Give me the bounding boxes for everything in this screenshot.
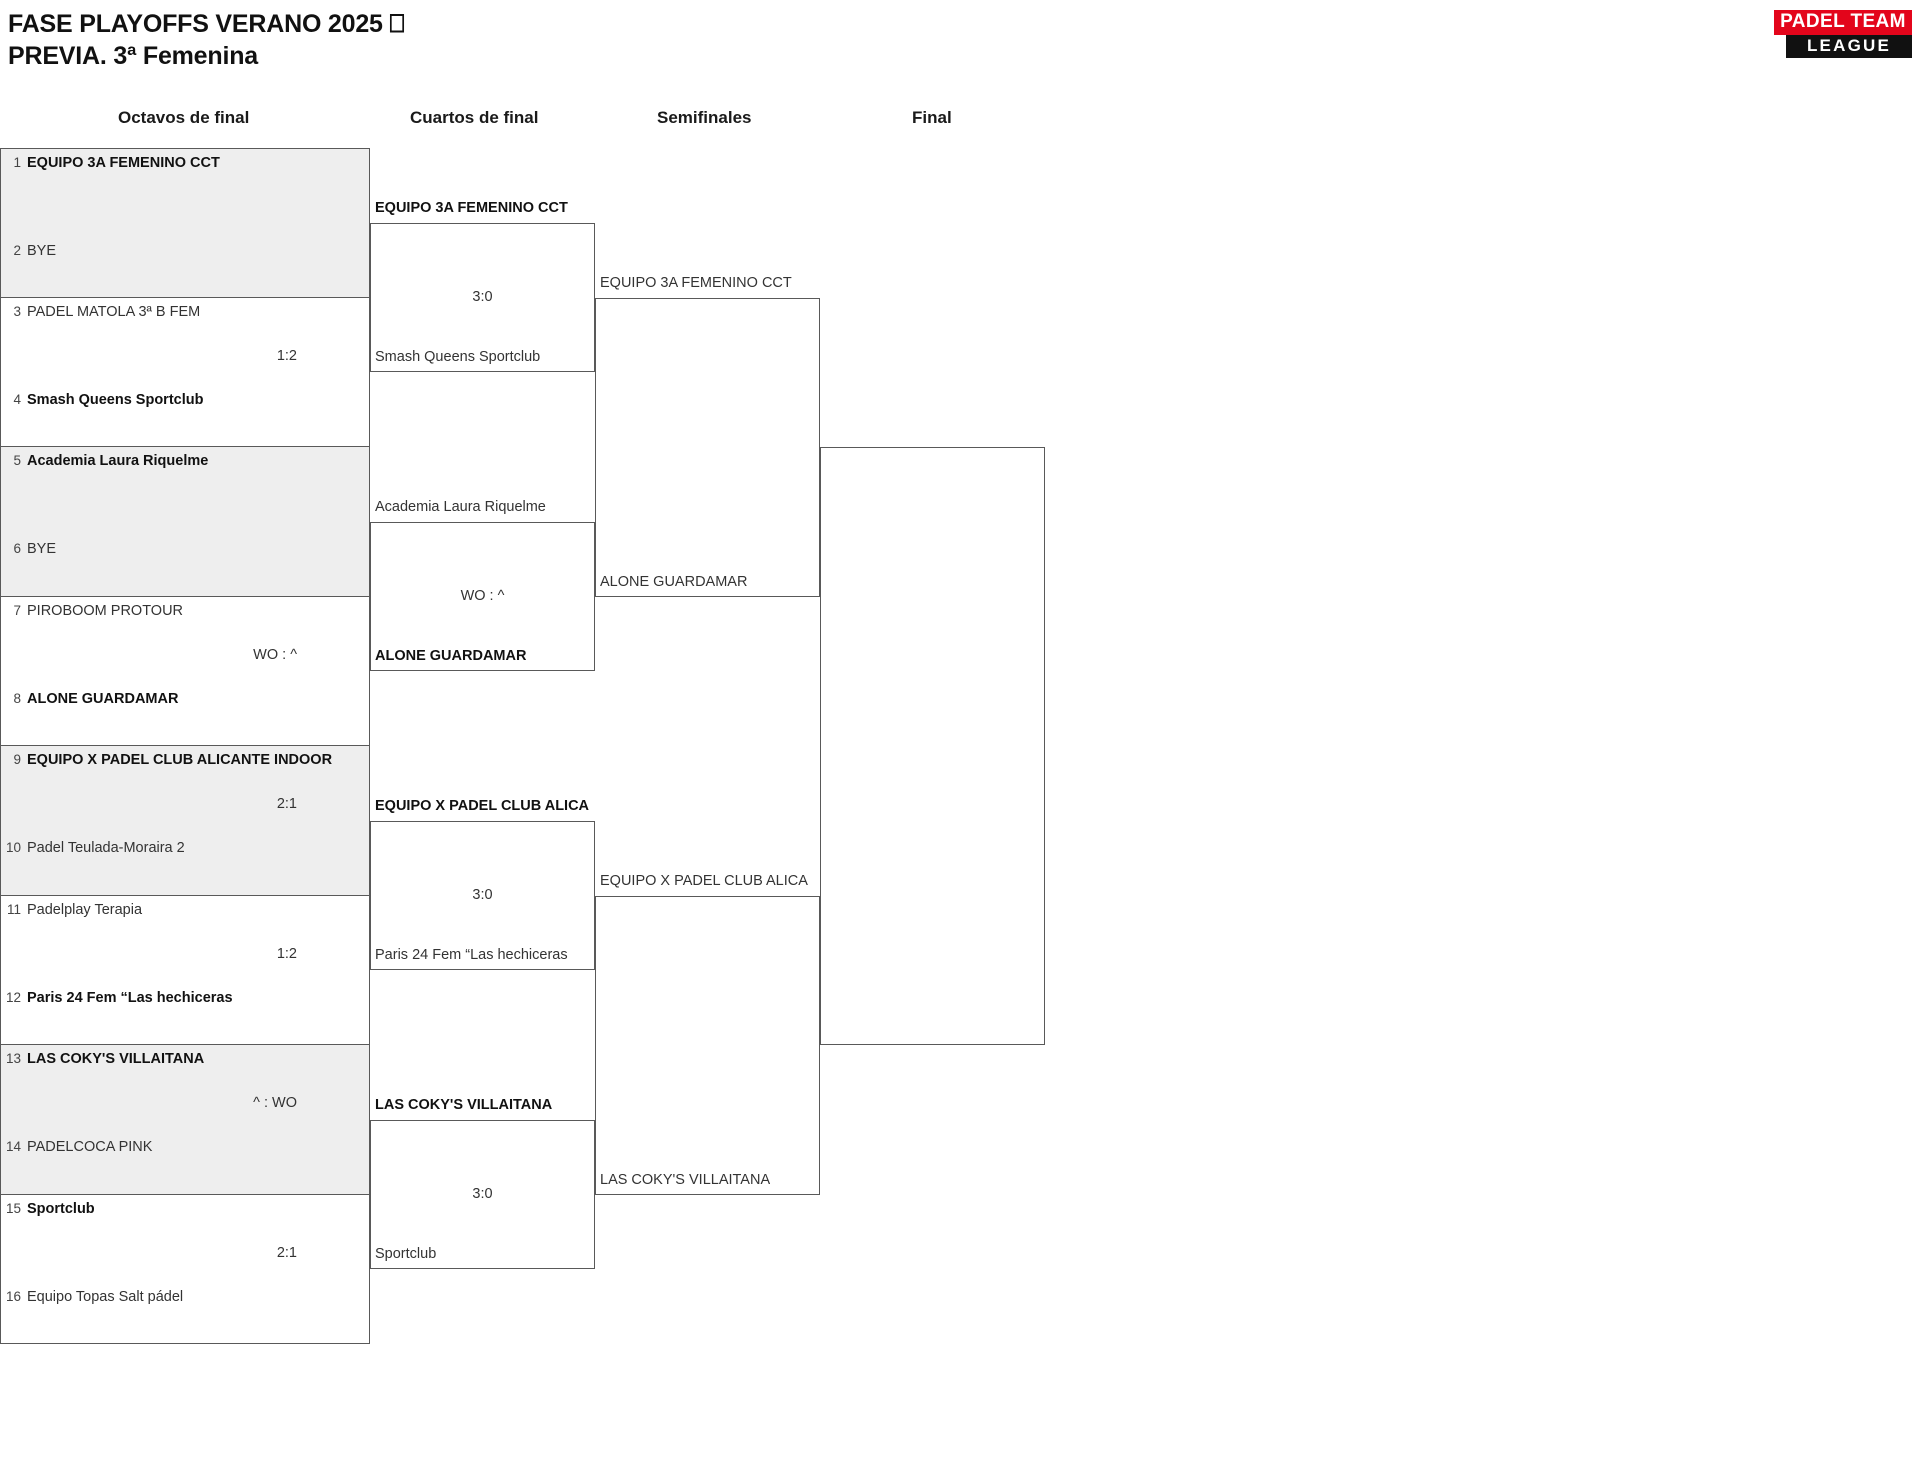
round3-match-box[interactable] bbox=[595, 297, 820, 597]
round-header-final: Final bbox=[912, 108, 952, 127]
round2-match-score: 3:0 bbox=[472, 288, 493, 305]
round1-team-slot[interactable]: 3 PADEL MATOLA 3ª B FEM bbox=[1, 304, 369, 320]
team-name: Padelplay Terapia bbox=[27, 901, 143, 918]
team-name: BYE bbox=[27, 243, 57, 259]
round2-match-box[interactable] bbox=[370, 521, 595, 672]
team-name: EQUIPO X PADEL CLUB ALICANTE INDOOR bbox=[27, 752, 333, 768]
seed-number: 15 bbox=[5, 1200, 21, 1216]
round2-team-bottom[interactable]: Smash Queens Sportclub bbox=[375, 349, 541, 366]
round1-team-slot[interactable]: 10 Padel Teulada-Moraira 2 bbox=[1, 840, 369, 856]
seed-number: 3 bbox=[13, 303, 21, 319]
team-name: Padel Teulada-Moraira 2 bbox=[27, 840, 185, 856]
team-name: Sportclub bbox=[27, 1200, 95, 1217]
team-name: PIROBOOM PROTOUR bbox=[27, 602, 184, 619]
round1-match[interactable]: 11 Padelplay Terapia 12 Paris 24 Fem “Las h… bbox=[0, 895, 370, 1045]
team-name: Academia Laura Riquelme bbox=[27, 453, 209, 469]
seed-number: 14 bbox=[5, 1139, 21, 1154]
round1-team-slot[interactable]: 16 Equipo Topas Salt pádel bbox=[1, 1289, 369, 1305]
round1-match[interactable]: 1 EQUIPO 3A FEMENINO CCT 2 BYE bbox=[0, 148, 370, 298]
round1-team-slot[interactable]: 15 Sportclub bbox=[1, 1201, 369, 1217]
round1-team-slot[interactable]: 13 LAS COKY'S VILLAITANA bbox=[1, 1051, 369, 1067]
round1-team-slot[interactable]: 11 Padelplay Terapia bbox=[1, 902, 369, 918]
team-name: EQUIPO 3A FEMENINO CCT bbox=[27, 155, 220, 171]
round1-match[interactable]: 5 Academia Laura Riquelme 6 BYE bbox=[0, 447, 370, 597]
round-header-cuartos: Cuartos de final bbox=[410, 108, 539, 127]
team-name: PADEL MATOLA 3ª B FEM bbox=[27, 303, 201, 320]
seed-number: 13 bbox=[5, 1051, 21, 1066]
round4-match-box[interactable] bbox=[820, 447, 1045, 1045]
round3-team-top[interactable]: EQUIPO X PADEL CLUB ALICA bbox=[600, 872, 808, 889]
seed-number: 8 bbox=[13, 690, 21, 706]
seed-number: 5 bbox=[13, 453, 21, 468]
team-name: Smash Queens Sportclub bbox=[27, 391, 204, 408]
round2-match-box[interactable] bbox=[370, 222, 595, 373]
round2-match-score: 3:0 bbox=[472, 886, 493, 903]
round2-team-bottom[interactable]: Paris 24 Fem “Las hechiceras bbox=[375, 947, 568, 964]
seed-number: 12 bbox=[5, 989, 21, 1005]
seed-number: 10 bbox=[5, 840, 21, 855]
round3-team-bottom[interactable]: LAS COKY'S VILLAITANA bbox=[600, 1171, 771, 1188]
round1-team-slot[interactable]: 8 ALONE GUARDAMAR bbox=[1, 691, 369, 707]
seed-number: 11 bbox=[6, 901, 21, 917]
round2-team-top[interactable]: Academia Laura Riquelme bbox=[375, 498, 546, 515]
round1-match[interactable]: 13 LAS COKY'S VILLAITANA 14 PADELCOCA PINK ^… bbox=[0, 1045, 370, 1195]
round1-team-slot[interactable]: 14 PADELCOCA PINK bbox=[1, 1139, 369, 1155]
seed-number: 9 bbox=[13, 752, 21, 767]
round2-team-bottom[interactable]: Sportclub bbox=[375, 1246, 437, 1263]
match-score: 2:1 bbox=[276, 1244, 297, 1261]
team-name: PADELCOCA PINK bbox=[27, 1139, 153, 1155]
team-name: BYE bbox=[27, 541, 57, 557]
round2-match-score: 3:0 bbox=[472, 1185, 493, 1202]
seed-number: 6 bbox=[13, 541, 21, 556]
round1-team-slot[interactable]: 5 Academia Laura Riquelme bbox=[1, 453, 369, 469]
team-name: LAS COKY'S VILLAITANA bbox=[27, 1051, 205, 1067]
match-score: 1:2 bbox=[276, 945, 297, 962]
round2-match-score: WO : ^ bbox=[460, 587, 505, 604]
round3-team-bottom[interactable]: ALONE GUARDAMAR bbox=[600, 573, 748, 590]
seed-number: 1 bbox=[13, 155, 21, 170]
round2-team-top[interactable]: EQUIPO 3A FEMENINO CCT bbox=[375, 199, 568, 216]
team-name: ALONE GUARDAMAR bbox=[27, 690, 179, 707]
logo-bottom-text: LEAGUE bbox=[1786, 35, 1912, 58]
page-title: FASE PLAYOFFS VERANO 2025 ⎕ PREVIA. 3ª F… bbox=[8, 10, 405, 70]
padel-team-league-logo: PADEL TEAM LEAGUE bbox=[1774, 10, 1912, 58]
round1-team-slot[interactable]: 7 PIROBOOM PROTOUR bbox=[1, 603, 369, 619]
match-score: 1:2 bbox=[276, 347, 297, 364]
round1-match[interactable]: 15 Sportclub 16 Equipo Topas Salt pádel 2:1 bbox=[0, 1194, 370, 1344]
round-header-semifinales: Semifinales bbox=[657, 108, 752, 127]
seed-number: 16 bbox=[5, 1288, 21, 1304]
round1-team-slot[interactable]: 2 BYE bbox=[1, 243, 369, 259]
round1-team-slot[interactable]: 1 EQUIPO 3A FEMENINO CCT bbox=[1, 155, 369, 171]
round2-match-box[interactable] bbox=[370, 820, 595, 971]
round2-team-bottom[interactable]: ALONE GUARDAMAR bbox=[375, 648, 527, 665]
round2-team-top[interactable]: EQUIPO X PADEL CLUB ALICA bbox=[375, 797, 590, 814]
seed-number: 7 bbox=[13, 602, 21, 618]
team-name: Paris 24 Fem “Las hechiceras bbox=[27, 989, 233, 1006]
round2-match-box[interactable] bbox=[370, 1119, 595, 1270]
team-name: Equipo Topas Salt pádel bbox=[27, 1288, 184, 1305]
match-score: 2:1 bbox=[276, 796, 297, 812]
round3-match-box[interactable] bbox=[595, 895, 820, 1195]
round1-match[interactable]: 9 EQUIPO X PADEL CLUB ALICANTE INDOOR 10 Pa… bbox=[0, 746, 370, 896]
round-header-octavos: Octavos de final bbox=[118, 108, 250, 127]
seed-number: 2 bbox=[13, 243, 21, 258]
round1-match[interactable]: 3 PADEL MATOLA 3ª B FEM 4 Smash Queens Spor… bbox=[0, 297, 370, 447]
round1-team-slot[interactable]: 9 EQUIPO X PADEL CLUB ALICANTE INDOOR bbox=[1, 752, 369, 768]
round3-team-top[interactable]: EQUIPO 3A FEMENINO CCT bbox=[600, 274, 792, 291]
round2-team-top[interactable]: LAS COKY'S VILLAITANA bbox=[375, 1096, 553, 1113]
match-score: WO : ^ bbox=[253, 646, 297, 663]
round1-team-slot[interactable]: 12 Paris 24 Fem “Las hechiceras bbox=[1, 990, 369, 1006]
seed-number: 4 bbox=[13, 391, 21, 407]
match-score: ^ : WO bbox=[253, 1095, 297, 1111]
logo-top-text: PADEL TEAM bbox=[1774, 10, 1912, 35]
round1-match[interactable]: 7 PIROBOOM PROTOUR 8 ALONE GUARDAMAR WO : ^ bbox=[0, 596, 370, 746]
round1-team-slot[interactable]: 6 BYE bbox=[1, 541, 369, 557]
round1-team-slot[interactable]: 4 Smash Queens Sportclub bbox=[1, 392, 369, 408]
